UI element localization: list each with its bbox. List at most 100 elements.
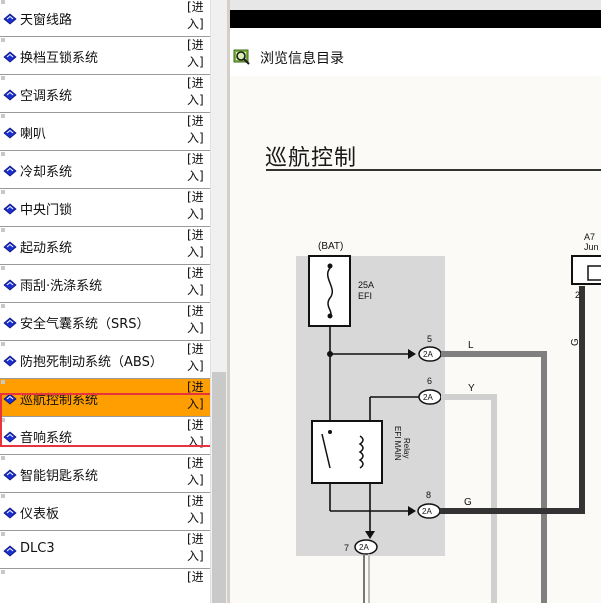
diamond-link-icon <box>3 393 17 405</box>
diamond-link-icon <box>3 507 17 519</box>
wire-Y-label: Y <box>468 383 475 394</box>
row-separator <box>0 530 210 531</box>
system-list-panel: 天窗线路[进 入]换档互锁系统[进 入]空调系统[进 入]喇叭[进 入]冷却系统… <box>0 0 210 603</box>
diamond-link-icon <box>3 317 17 329</box>
connector-5-code: 2A <box>423 350 433 359</box>
junction-inner <box>587 265 601 281</box>
nav-item[interactable]: [进 <box>0 569 210 603</box>
enter-link[interactable]: [进 入] <box>187 76 204 107</box>
row-marker <box>1 228 5 232</box>
nav-item-label[interactable]: 雨刮·洗涤系统 <box>20 279 103 294</box>
enter-link[interactable]: [进 入] <box>187 304 204 335</box>
nav-item-label[interactable]: 防抱死制动系统（ABS） <box>20 355 163 370</box>
row-separator <box>0 188 210 189</box>
enter-link[interactable]: [进 入] <box>187 190 204 221</box>
nav-item-label[interactable]: 换档互锁系统 <box>20 51 99 66</box>
nav-item[interactable]: 空调系统 [进 入] <box>0 75 210 113</box>
row-marker <box>1 456 5 460</box>
enter-link[interactable]: [进 入] <box>187 114 204 145</box>
junction-pin: 2 <box>575 290 580 300</box>
content-panel: 浏览信息目录 巡航控制 (BAT) 25A EFI 5 2A 6 <box>230 0 601 603</box>
nav-item-label[interactable]: 中央门锁 <box>20 203 73 218</box>
fuse-symbol <box>327 267 333 317</box>
row-marker <box>1 494 5 498</box>
nav-item[interactable]: 冷却系统 [进 入] <box>0 151 210 189</box>
arrow-pin5 <box>408 349 416 359</box>
browse-catalog-link[interactable]: 浏览信息目录 <box>260 51 344 67</box>
row-separator <box>0 454 210 455</box>
nav-item-label[interactable]: 仪表板 <box>20 507 60 522</box>
row-marker <box>1 570 5 574</box>
connector-7-code: 2A <box>359 543 369 552</box>
nav-item-label[interactable]: 巡航控制系统 <box>20 393 99 408</box>
magnifier-book-icon[interactable] <box>233 47 251 65</box>
nav-item[interactable]: 智能钥匙系统 [进 入] <box>0 455 210 493</box>
row-separator <box>0 340 210 341</box>
fuse-bottom-node <box>327 313 333 319</box>
row-marker <box>1 266 5 270</box>
pin-6-label: 6 <box>427 376 432 386</box>
enter-link[interactable]: [进 入] <box>187 266 204 297</box>
diamond-link-icon <box>3 241 17 253</box>
nav-item[interactable]: 安全气囊系统（SRS） [进 入] <box>0 303 210 341</box>
enter-link[interactable]: [进 入] <box>187 380 204 411</box>
nav-item[interactable]: 天窗线路 [进 入] <box>0 0 210 37</box>
row-marker <box>1 38 5 42</box>
diamond-link-icon <box>3 127 17 139</box>
pane-splitter[interactable] <box>227 0 230 603</box>
relay-coil <box>358 435 364 469</box>
nav-item-label[interactable]: 起动系统 <box>20 241 73 256</box>
nav-item[interactable]: DLC3 [进 入] <box>0 531 210 569</box>
connector-8-code: 2A <box>422 507 432 516</box>
nav-item-label[interactable]: 智能钥匙系统 <box>20 469 99 484</box>
fuse-name: EFI <box>358 291 372 301</box>
selection-highlight-box <box>0 393 228 447</box>
nav-item[interactable]: 巡航控制系统 [进 入] <box>0 379 210 417</box>
nav-item[interactable]: 仪表板 [进 入] <box>0 493 210 531</box>
enter-link[interactable]: [进 入] <box>187 228 204 259</box>
nav-item-label[interactable]: 安全气囊系统（SRS） <box>20 317 150 332</box>
wire-L-grey <box>441 351 547 603</box>
nav-item-label[interactable]: 冷却系统 <box>20 165 73 180</box>
document-title: 巡航控制 <box>265 146 358 171</box>
enter-link[interactable]: [进 入] <box>187 494 204 525</box>
top-strip <box>230 0 601 10</box>
nav-item-label[interactable]: 音响系统 <box>20 431 73 446</box>
nav-item-label[interactable]: 空调系统 <box>20 89 73 104</box>
junction-text: Jun <box>584 242 599 252</box>
scrollbar-thumb[interactable] <box>212 372 226 603</box>
enter-link[interactable]: [进 入] <box>187 0 204 31</box>
nav-item-label[interactable]: 天窗线路 <box>20 13 73 28</box>
enter-link[interactable]: [进 入] <box>187 38 204 69</box>
wire-G-vertical-label: G <box>570 338 581 346</box>
connector-6-code: 2A <box>423 393 433 402</box>
relay-contact <box>321 433 331 469</box>
nav-item-label[interactable]: 喇叭 <box>20 127 47 142</box>
row-separator <box>0 416 210 417</box>
nav-item-label[interactable]: DLC3 <box>20 541 55 556</box>
diamond-link-icon <box>3 279 17 291</box>
relay-name: EFI MAIN <box>393 426 402 461</box>
row-separator <box>0 492 210 493</box>
enter-link[interactable]: [进 <box>187 570 204 584</box>
enter-link[interactable]: [进 入] <box>187 152 204 183</box>
nav-item[interactable]: 起动系统 [进 入] <box>0 227 210 265</box>
bat-label: (BAT) <box>318 241 343 252</box>
nav-item[interactable]: 换档互锁系统 [进 入] <box>0 37 210 75</box>
nav-item[interactable]: 喇叭 [进 入] <box>0 113 210 151</box>
diamond-link-icon <box>3 51 17 63</box>
row-marker <box>1 114 5 118</box>
nav-item[interactable]: 防抱死制动系统（ABS） [进 入] <box>0 341 210 379</box>
wire-L-label: L <box>468 340 474 351</box>
enter-link[interactable]: [进 入] <box>187 342 204 373</box>
content-header-bar <box>230 10 601 28</box>
list-scrollbar[interactable] <box>210 0 228 603</box>
enter-link[interactable]: [进 入] <box>187 532 204 563</box>
nav-item[interactable]: 中央门锁 [进 入] <box>0 189 210 227</box>
browse-toolbar[interactable]: 浏览信息目录 <box>230 40 601 74</box>
row-separator <box>0 568 210 569</box>
row-marker <box>1 532 5 536</box>
row-marker <box>1 304 5 308</box>
enter-link[interactable]: [进 入] <box>187 456 204 487</box>
nav-item[interactable]: 雨刮·洗涤系统 [进 入] <box>0 265 210 303</box>
